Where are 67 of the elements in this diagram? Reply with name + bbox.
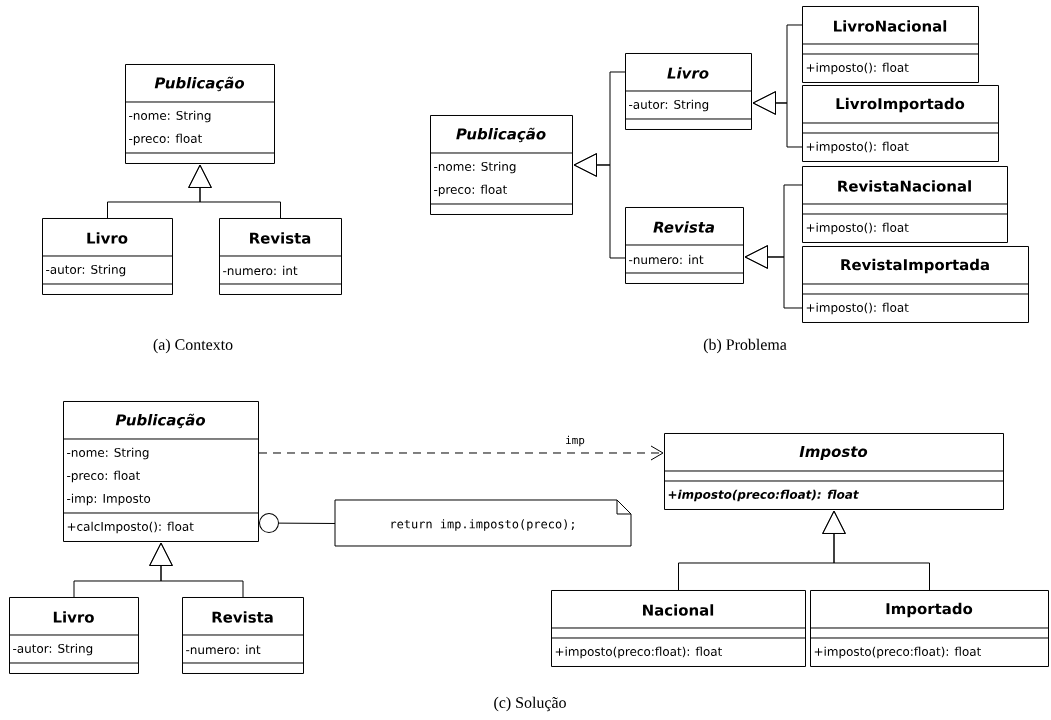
- attribute-text: -preco: float: [129, 133, 202, 146]
- attribute-text: -imp: Imposto: [67, 493, 151, 506]
- class-box: [181, 597, 304, 674]
- method-text: +imposto(): float: [806, 222, 909, 235]
- arrow: [744, 245, 803, 309]
- attribute-text: -nome: String: [434, 161, 516, 174]
- attribute-text: -preco: float: [434, 184, 507, 197]
- class-box: [429, 115, 573, 215]
- attribute-text: -nome: String: [67, 447, 149, 460]
- attribute-text: -nome: String: [129, 110, 211, 123]
- class-name: Imposto: [799, 446, 868, 460]
- class-name: Livro: [667, 67, 709, 79]
- class-box: [8, 597, 139, 674]
- arrow: [822, 510, 930, 591]
- method-text: +imposto(preco:float): float: [814, 646, 981, 659]
- class-name: Publicação: [154, 76, 245, 92]
- arrow: [258, 445, 664, 461]
- class-name: RevistaNacional: [838, 180, 971, 192]
- method-text: +calcImposto(): float: [67, 521, 194, 534]
- class-box: [550, 590, 806, 667]
- caption: (c) Solução: [494, 696, 566, 712]
- class-name: Revista: [250, 232, 311, 244]
- class-box: [663, 433, 1004, 510]
- edge-label: imp: [566, 435, 585, 447]
- attribute-text: -autor: String: [13, 643, 93, 656]
- class-name: Nacional: [643, 604, 714, 616]
- class-name: LivroNacional: [834, 20, 947, 32]
- attribute-text: -autor: String: [629, 99, 709, 112]
- class-box: [624, 53, 752, 130]
- class-box: [801, 6, 979, 83]
- class-box: [801, 85, 999, 162]
- class-box: [41, 218, 173, 295]
- attribute-text: -numero: int: [223, 265, 298, 276]
- class-box: [809, 590, 1049, 667]
- method-text: +imposto(preco:float): float: [555, 646, 722, 659]
- caption: (a) Contexto: [153, 338, 233, 354]
- class-name: Livro: [53, 611, 94, 623]
- code-text: return imp.imposto(preco);: [391, 519, 574, 531]
- arrow: [188, 164, 281, 219]
- attribute-text: -numero: int: [186, 644, 261, 655]
- arrow: [752, 91, 803, 148]
- class-name: Livro: [87, 232, 128, 244]
- class-name: Publicação: [115, 413, 206, 429]
- class-name: Revista: [212, 611, 273, 623]
- class-box: [124, 64, 275, 164]
- attribute-text: -preco: float: [67, 470, 140, 483]
- arrow: [573, 153, 626, 259]
- method-text: +imposto(): float: [806, 141, 909, 154]
- method-text: +imposto(): float: [806, 302, 909, 315]
- method-text: +imposto(): float: [806, 62, 909, 75]
- class-name: Importado: [886, 602, 973, 618]
- attribute-text: -numero: int: [629, 254, 704, 265]
- class-box: [801, 246, 1029, 323]
- arrow: [149, 542, 244, 598]
- class-name: LivroImportado: [836, 97, 965, 113]
- class-name: Publicação: [456, 127, 546, 143]
- class-box: [801, 166, 1008, 243]
- class-box: [62, 401, 259, 542]
- class-name: RevistaImportada: [841, 258, 989, 274]
- note-box: [334, 499, 632, 547]
- method-text: +imposto(preco:float): float: [668, 489, 859, 502]
- class-name: Revista: [653, 221, 714, 233]
- attribute-text: -autor: String: [46, 264, 126, 277]
- arrow: [259, 513, 336, 534]
- class-box: [624, 207, 744, 284]
- caption: (b) Problema: [703, 338, 787, 354]
- class-box: [218, 218, 342, 295]
